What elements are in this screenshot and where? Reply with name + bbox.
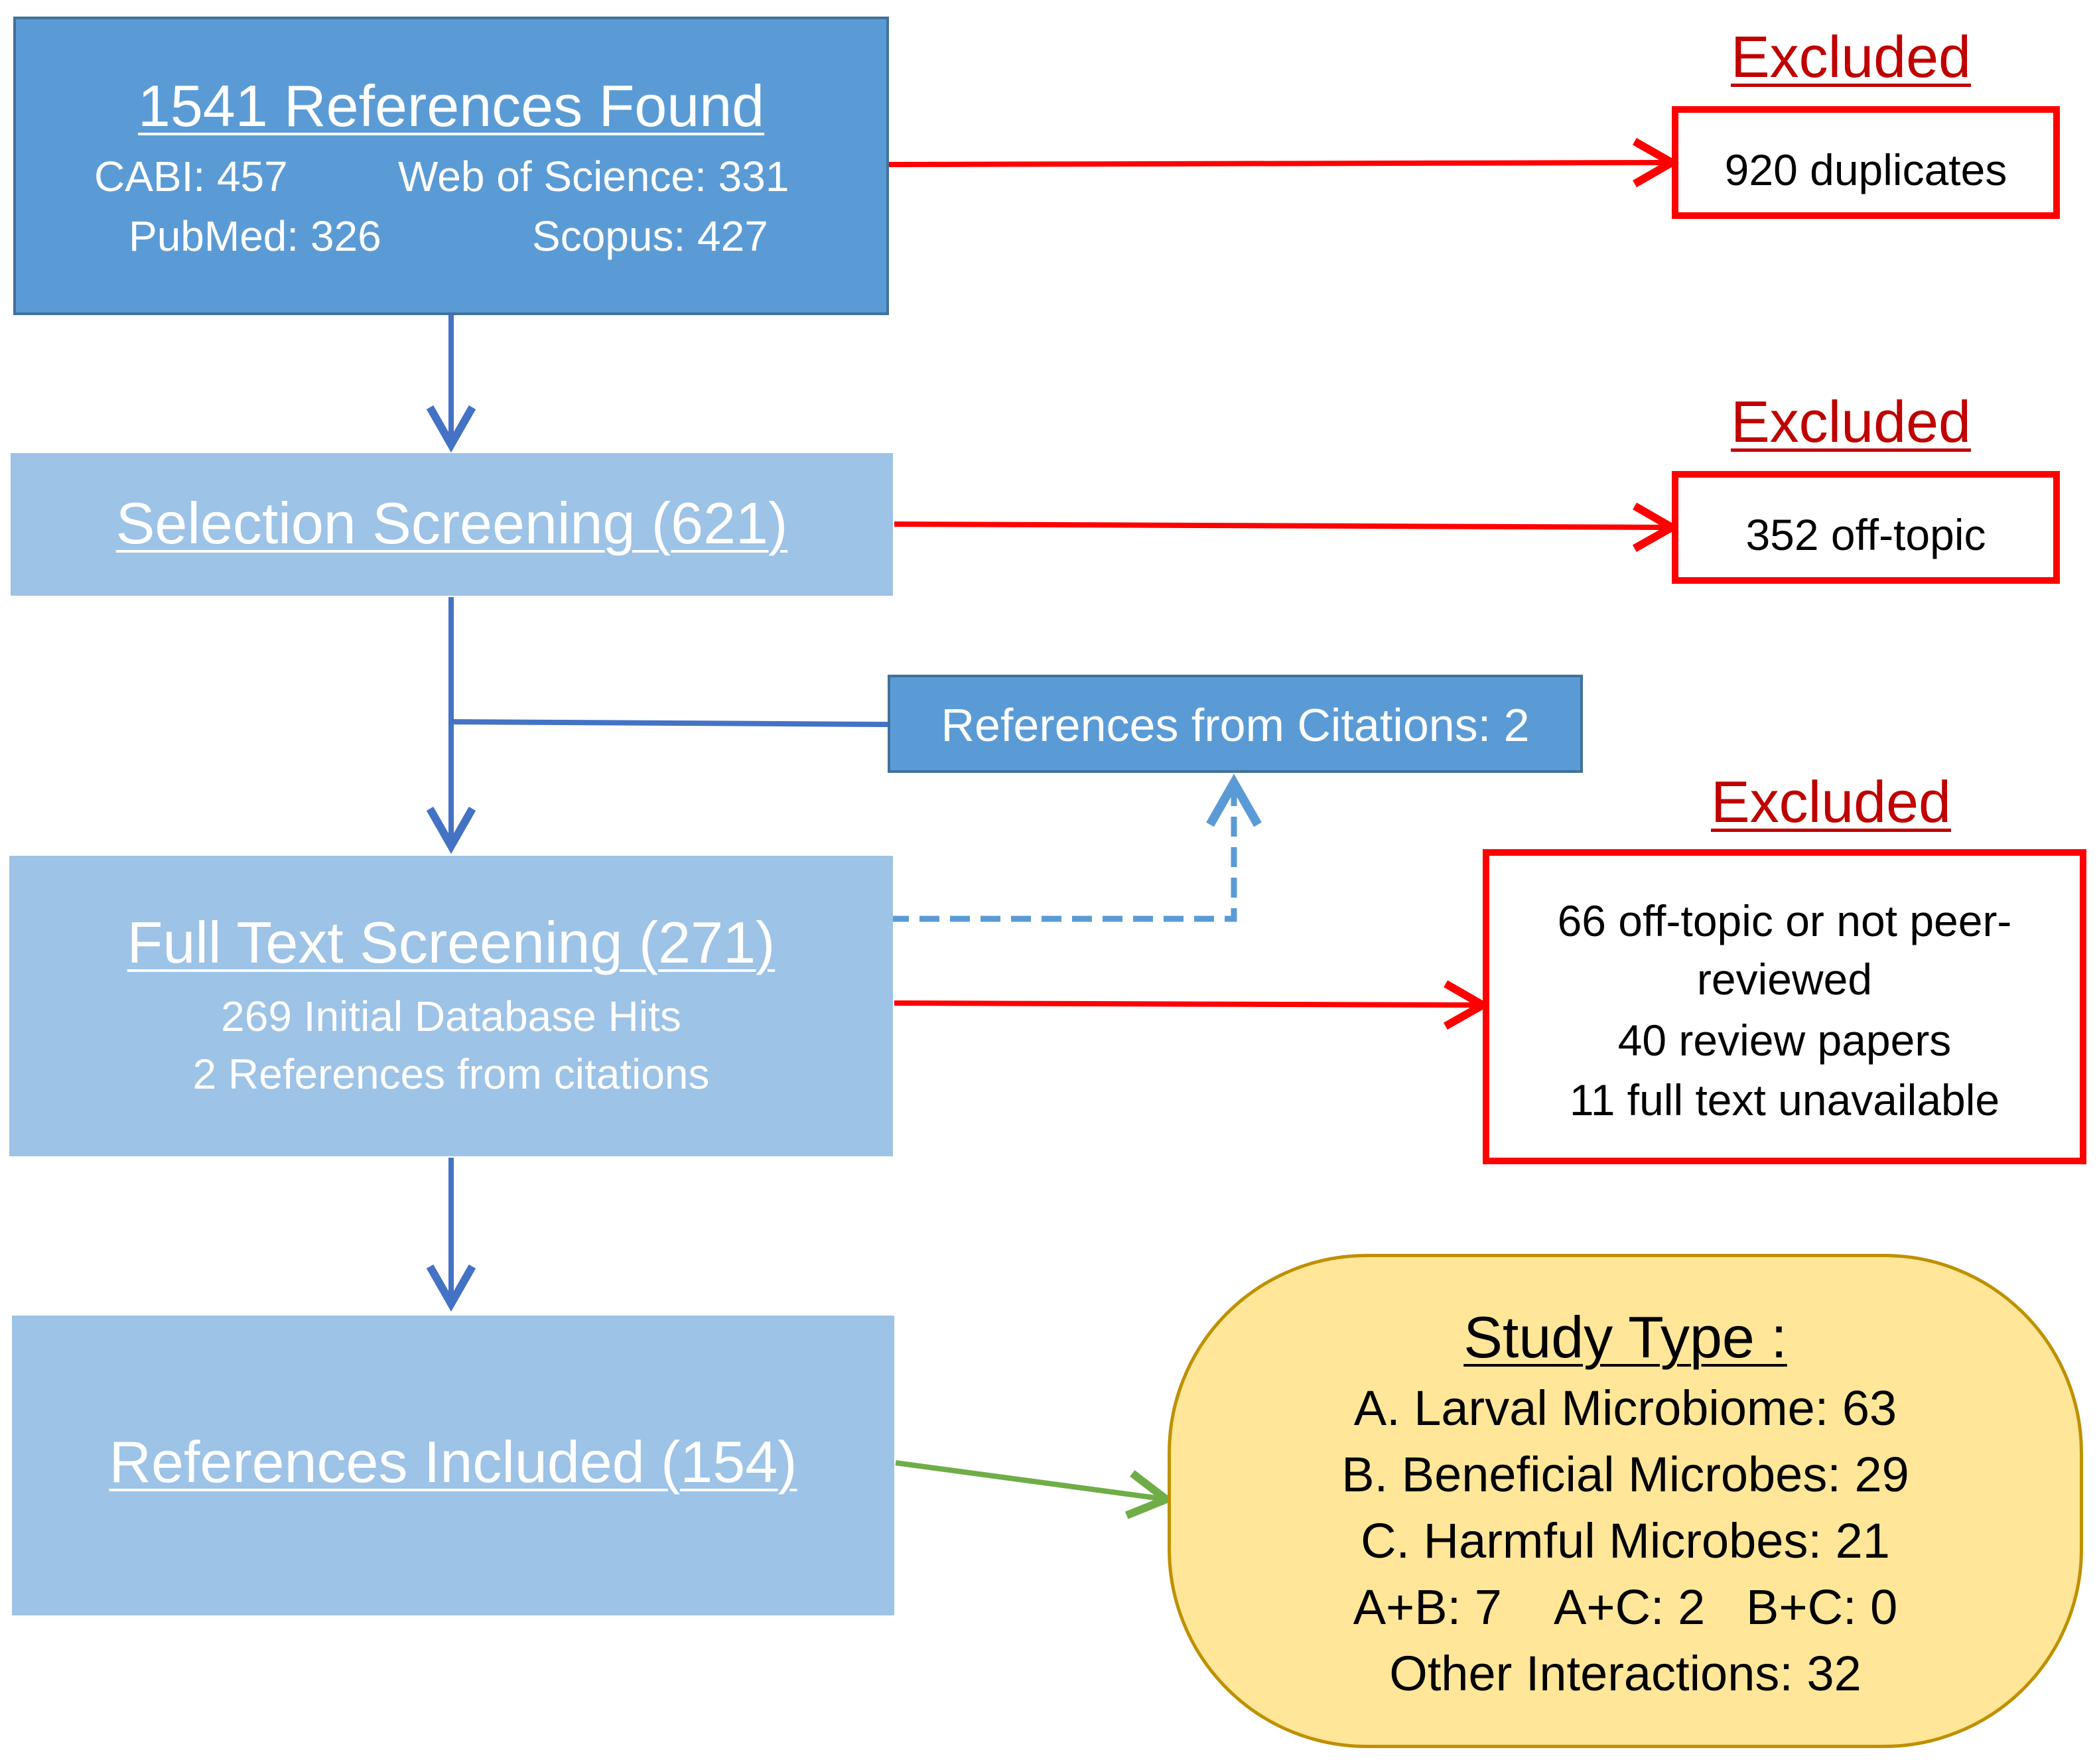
- full-text-screening-box: Full Text Screening (271) 269 Initial Da…: [9, 856, 893, 1156]
- excluded-heading-3: Excluded: [1710, 769, 1951, 835]
- references-included-title: References Included (154): [109, 1429, 797, 1495]
- study-type-larval-microbiome: A. Larval Microbiome: 63: [1353, 1381, 1897, 1436]
- excluded-duplicates-box: 920 duplicates: [1672, 106, 2060, 219]
- excluded-fulltext-line-4: 11 full text unavailable: [1569, 1075, 2000, 1124]
- arrow-to-excluded-fulltext: [894, 980, 1491, 1030]
- study-type-title: Study Type :: [1463, 1304, 1787, 1370]
- excluded-heading-1: Excluded: [1730, 24, 1971, 90]
- excluded-fulltext-line-3: 40 review papers: [1617, 1016, 1952, 1065]
- references-found-title: 1541 References Found: [137, 73, 765, 139]
- excluded-heading-2: Excluded: [1730, 389, 1971, 454]
- excluded-offtopic-box: 352 off-topic: [1672, 471, 2060, 584]
- references-found-box: 1541 References Found CABI: 457 Web of S…: [13, 17, 889, 315]
- full-text-screening-title: Full Text Screening (271): [127, 910, 776, 975]
- references-from-citations-count: 2 References from citations: [192, 1050, 710, 1098]
- arrow-to-study-type: [895, 1460, 1174, 1519]
- excluded-offtopic-text: 352 off-topic: [1745, 510, 1986, 559]
- dashed-arrow-fulltext-to-citations: [889, 774, 1262, 922]
- citations-label: References from Citations: 2: [941, 699, 1530, 751]
- source-pubmed: PubMed: 326: [129, 212, 381, 260]
- arrow-to-excluded-offtopic: [894, 502, 1680, 552]
- source-web-of-science: Web of Science: 331: [398, 153, 789, 200]
- excluded-fulltext-line-2: reviewed: [1696, 955, 1873, 1004]
- line-citations-join: [450, 719, 890, 727]
- arrow-to-excluded-duplicates: [888, 137, 1680, 188]
- study-type-harmful-microbes: C. Harmful Microbes: 21: [1361, 1513, 1890, 1568]
- study-type-beneficial-microbes: B. Beneficial Microbes: 29: [1341, 1447, 1909, 1502]
- source-cabi: CABI: 457: [94, 153, 288, 200]
- citations-box: References from Citations: 2: [888, 675, 1583, 773]
- selection-screening-title: Selection Screening (621): [115, 490, 788, 556]
- excluded-fulltext-box: 66 off-topic or not peer- reviewed 40 re…: [1483, 849, 2086, 1164]
- study-type-box: Study Type : A. Larval Microbiome: 63 B.…: [1168, 1254, 2083, 1748]
- excluded-fulltext-line-1: 66 off-topic or not peer-: [1557, 896, 2012, 945]
- initial-database-hits: 269 Initial Database Hits: [221, 992, 681, 1040]
- selection-screening-box: Selection Screening (621): [11, 453, 893, 596]
- study-type-combinations: A+B: 7 A+C: 2 B+C: 0: [1353, 1580, 1898, 1635]
- references-included-box: References Included (154): [12, 1316, 894, 1615]
- excluded-duplicates-text: 920 duplicates: [1724, 145, 2007, 194]
- study-type-other-interactions: Other Interactions: 32: [1389, 1646, 1862, 1701]
- source-scopus: Scopus: 427: [532, 212, 768, 260]
